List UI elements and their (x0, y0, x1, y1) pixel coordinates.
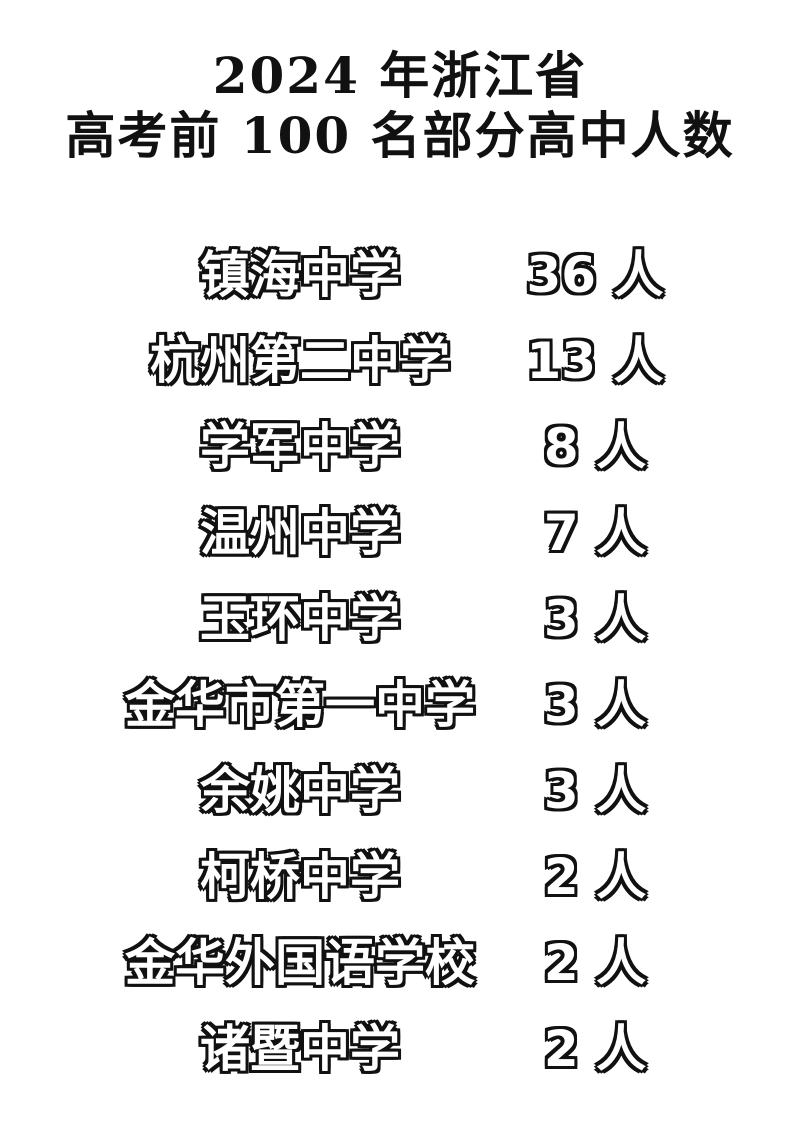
school-name: 杭州第二中学 (149, 331, 451, 391)
student-count: 2 人 (543, 847, 647, 907)
school-name: 学军中学 (199, 417, 401, 477)
list-item: 金华外国语学校 2 人 (0, 920, 800, 1006)
school-name: 金华外国语学校 (124, 933, 476, 993)
list-item: 柯桥中学 2 人 (0, 834, 800, 920)
student-count: 7 人 (543, 503, 647, 563)
student-count: 13 人 (526, 331, 665, 391)
page-title-line-1: 2024 年浙江省 (212, 46, 588, 105)
school-name: 金华市第一中学 (124, 675, 476, 735)
student-count: 2 人 (543, 1019, 647, 1079)
list-item: 诸暨中学 2 人 (0, 1006, 800, 1092)
school-name: 镇海中学 (199, 245, 401, 305)
student-count: 36 人 (526, 245, 665, 305)
school-name: 诸暨中学 (199, 1019, 401, 1079)
school-name: 温州中学 (199, 503, 401, 563)
student-count: 3 人 (543, 675, 647, 735)
list-item: 余姚中学 3 人 (0, 748, 800, 834)
student-count: 3 人 (543, 589, 647, 649)
list-item: 温州中学 7 人 (0, 490, 800, 576)
list-item: 玉环中学 3 人 (0, 576, 800, 662)
list-item: 金华市第一中学 3 人 (0, 662, 800, 748)
list-item: 杭州第二中学 13 人 (0, 318, 800, 404)
student-count: 3 人 (543, 761, 647, 821)
student-count: 2 人 (543, 933, 647, 993)
school-name: 余姚中学 (199, 761, 401, 821)
page-title-line-2: 高考前 100 名部分高中人数 (65, 106, 735, 165)
school-name: 柯桥中学 (199, 847, 401, 907)
school-name: 玉环中学 (199, 589, 401, 649)
list-item: 学军中学 8 人 (0, 404, 800, 490)
student-count: 8 人 (543, 417, 647, 477)
list-item: 镇海中学 36 人 (0, 232, 800, 318)
